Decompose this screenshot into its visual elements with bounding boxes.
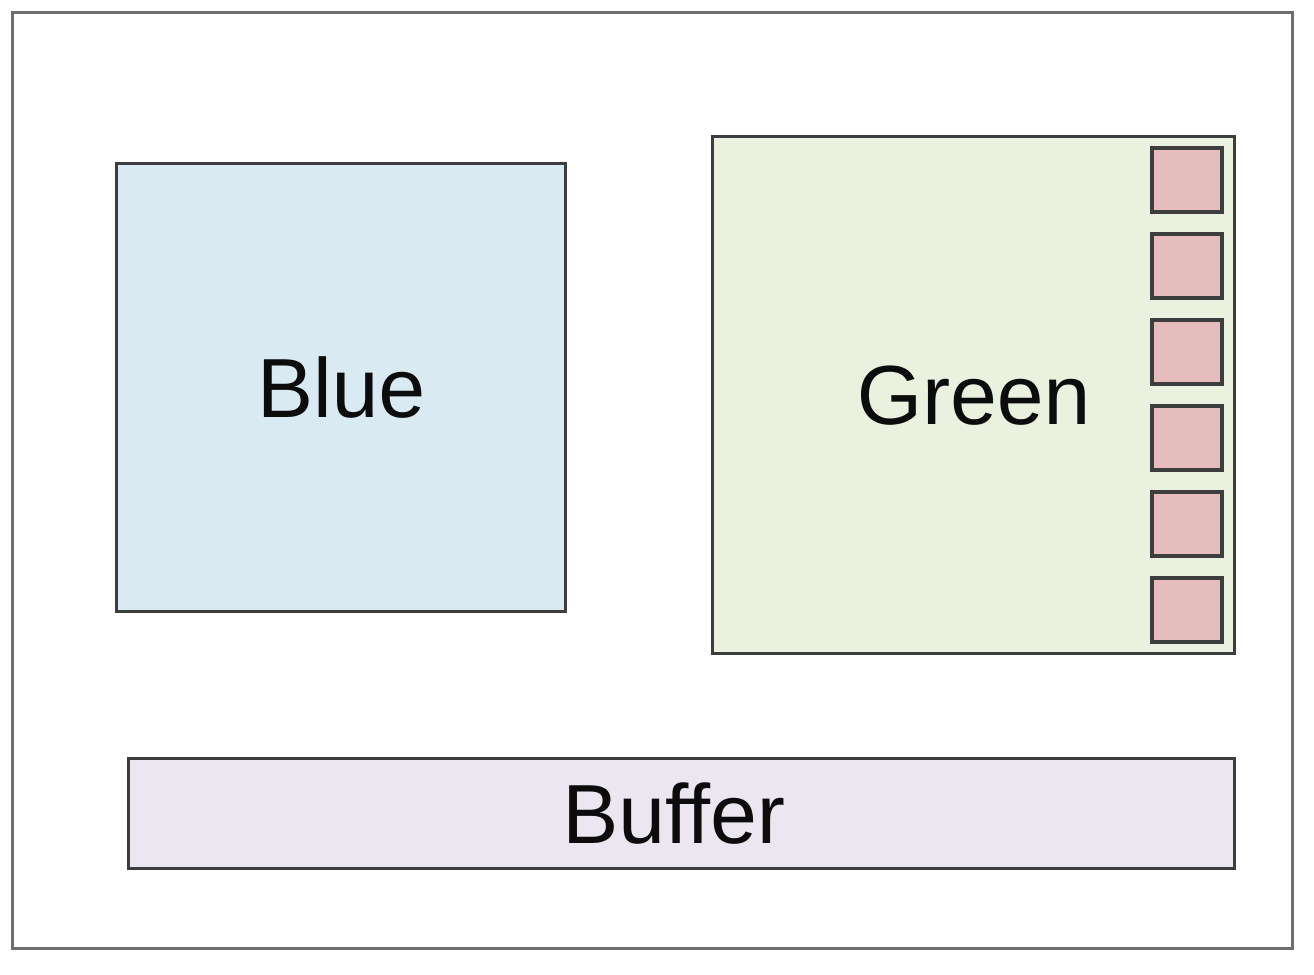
slot-item[interactable] <box>1150 232 1224 300</box>
green-block-label: Green <box>856 348 1091 442</box>
buffer-block-label: Buffer <box>562 766 785 861</box>
slot-item[interactable] <box>1150 404 1224 472</box>
slot-item[interactable] <box>1150 318 1224 386</box>
blue-block[interactable]: Blue <box>115 162 567 613</box>
outer-frame: Blue Green Buffer <box>11 11 1294 950</box>
slot-item[interactable] <box>1150 576 1224 644</box>
slot-column <box>1146 146 1224 644</box>
slot-item[interactable] <box>1150 146 1224 214</box>
green-block[interactable]: Green <box>711 135 1236 655</box>
slot-item[interactable] <box>1150 490 1224 558</box>
blue-block-label: Blue <box>256 340 426 435</box>
buffer-block[interactable]: Buffer <box>127 757 1236 870</box>
